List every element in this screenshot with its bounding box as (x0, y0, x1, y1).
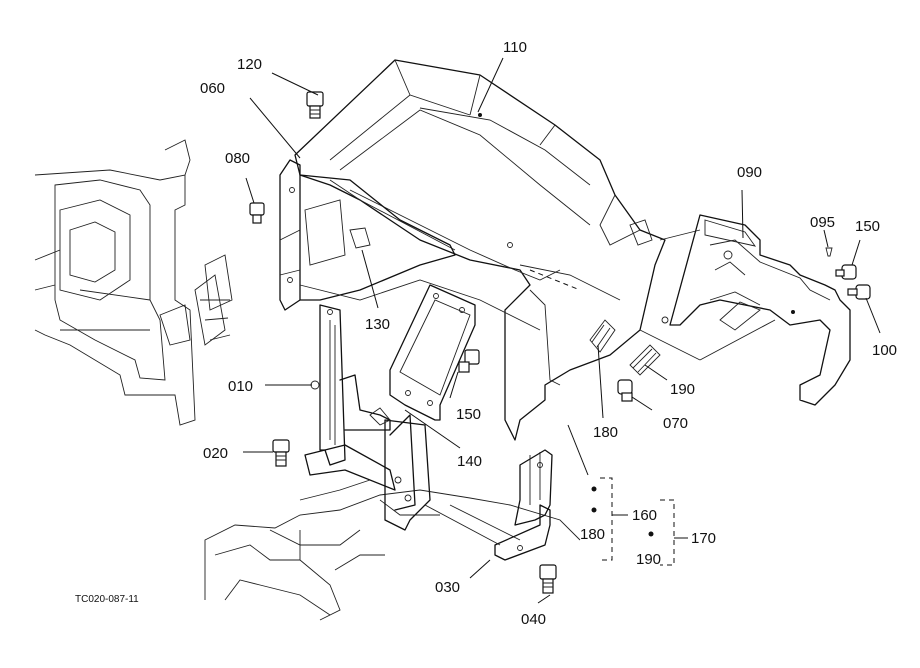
leader-lines (243, 57, 881, 604)
right-side-plate (639, 214, 851, 406)
callout-170: 170 (691, 530, 716, 547)
lower-frame-bracket (369, 407, 431, 531)
bolt-070-icon (617, 379, 633, 402)
callout-130: 130 (365, 316, 390, 333)
callout-030: 030 (435, 579, 460, 596)
group-brackets (591, 477, 688, 566)
callout-100: 100 (872, 342, 897, 359)
callout-010: 010 (228, 378, 253, 395)
inner-side-bracket (279, 159, 541, 331)
callout-040: 040 (521, 611, 546, 628)
callout-020: 020 (203, 445, 228, 462)
callout-150: 150 (456, 406, 481, 423)
callout-190-group: 190 (636, 551, 661, 568)
callout-140: 140 (457, 453, 482, 470)
decals (589, 319, 661, 376)
bolt-095-icon (825, 247, 833, 257)
callout-080: 080 (225, 150, 250, 167)
figure-code: TC020-087-11 (75, 594, 139, 605)
bolt-120-icon (306, 91, 324, 119)
support-plate (389, 284, 476, 421)
callout-150-right: 150 (855, 218, 880, 235)
bolts (249, 91, 871, 594)
bolt-150-right-icon (835, 264, 857, 280)
rear-fender-cover (294, 59, 666, 441)
chassis-frame (34, 139, 233, 426)
callout-070: 070 (663, 415, 688, 432)
bolt-080-icon (249, 202, 265, 224)
callout-190: 190 (670, 381, 695, 398)
callout-180: 180 (593, 424, 618, 441)
callout-095: 095 (810, 214, 835, 231)
callout-110: 110 (503, 39, 527, 56)
callout-160: 160 (632, 507, 657, 524)
bolt-100-icon (847, 284, 871, 300)
callout-090: 090 (737, 164, 762, 181)
bolt-040-icon (539, 564, 557, 594)
bolt-150-icon (458, 349, 480, 373)
transmission-housing (204, 479, 581, 621)
lower-mount-bracket (424, 449, 553, 561)
callout-labels: 110 120 060 080 090 095 150 100 130 010 … (200, 39, 897, 628)
callout-120: 120 (237, 56, 262, 73)
callout-060: 060 (200, 80, 225, 97)
callout-180-group: 180 (580, 526, 605, 543)
bolt-020-icon (272, 439, 290, 467)
